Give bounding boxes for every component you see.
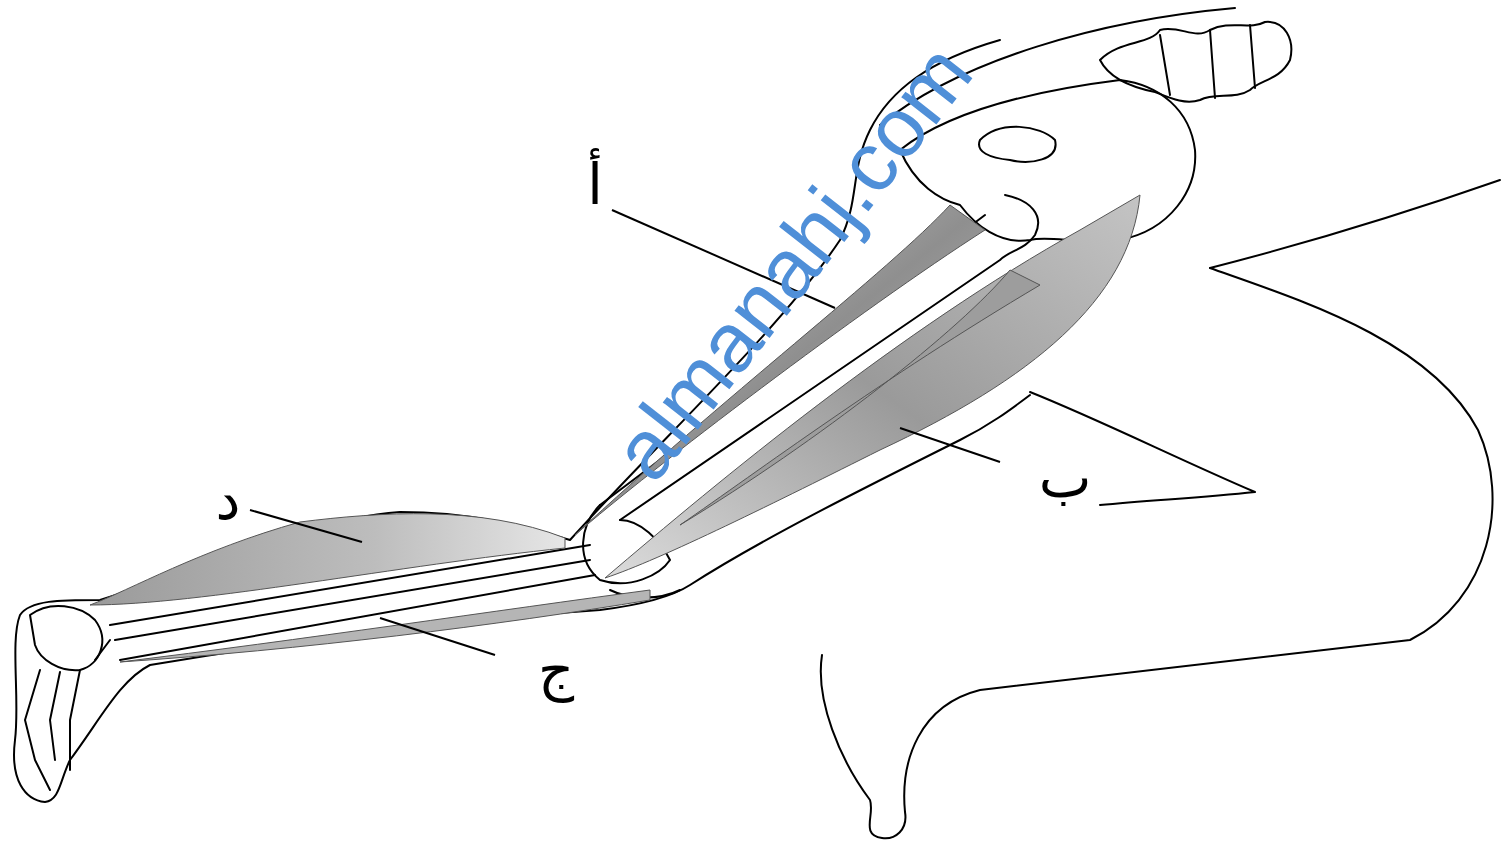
- heel-bone: [30, 606, 102, 670]
- part-label: أ: [587, 157, 603, 213]
- part-label: ج: [538, 642, 574, 698]
- leader-line: [250, 510, 362, 542]
- vertebra-joint: [1160, 25, 1255, 98]
- leader-line: [900, 428, 1000, 462]
- part-label: ب: [1039, 450, 1092, 506]
- other-leg-fold: [1030, 392, 1255, 505]
- part-label: د: [216, 472, 241, 528]
- pelvis-opening: [979, 127, 1056, 162]
- leader-line: [380, 618, 495, 655]
- foot-bones: [25, 640, 110, 790]
- torso-outline: [1210, 180, 1500, 268]
- calf-muscle: [90, 514, 565, 605]
- vertebra: [1100, 22, 1291, 102]
